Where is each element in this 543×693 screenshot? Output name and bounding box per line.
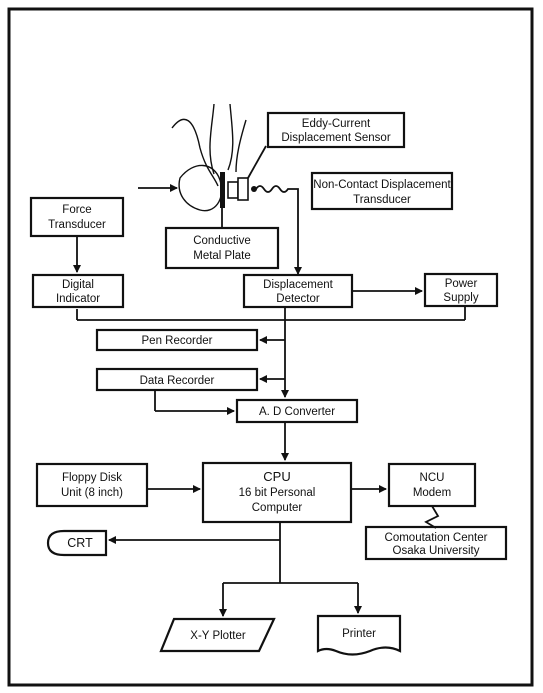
computation-center-label-line-1: Comoutation Center	[385, 532, 488, 544]
floppy-disk-label-line-1: Floppy Disk	[62, 472, 122, 484]
sensor-cable	[255, 185, 302, 275]
floppy-disk-unit-box	[35, 462, 149, 508]
data-recorder-label: Data Recorder	[140, 375, 215, 387]
computation-center-label-line-2: Osaka University	[393, 545, 480, 557]
computation-center-box	[364, 525, 508, 561]
eddy-sensor-label-line-2: Displacement Sensor	[281, 132, 390, 144]
cpu-label-line-1: CPU	[263, 469, 290, 484]
conductive-plate-label-line-1: Conductive	[193, 235, 251, 247]
ncu-modem-label-line-2: Modem	[413, 487, 451, 499]
tooth-specimen-illustration	[171, 103, 257, 212]
force-transducer-label-line-2: Transducer	[48, 219, 106, 231]
power-supply-box	[423, 272, 499, 308]
displacement-detector-label-line-2: Detector	[276, 293, 320, 305]
eddy-current-sensor-box	[266, 111, 406, 149]
conductive-plate-box	[164, 226, 280, 270]
xy-plotter-shape	[159, 617, 276, 653]
connection-lines	[73, 237, 466, 617]
crt-shape	[46, 529, 108, 557]
ad-converter-box	[235, 398, 359, 424]
power-supply-label-line-2: Supply	[443, 292, 478, 304]
floppy-disk-label-line-2: Unit (8 inch)	[61, 487, 123, 499]
cpu-label-line-2: 16 bit Personal	[239, 487, 316, 499]
xy-plotter-label: X-Y Plotter	[190, 630, 246, 642]
cpu-box	[201, 461, 353, 524]
ad-converter-label: A. D Converter	[259, 406, 335, 418]
non-contact-label-line-2: Transducer	[353, 194, 411, 206]
non-contact-label-line-1: Non-Contact Displacement	[313, 179, 451, 191]
pen-recorder-box	[95, 328, 259, 352]
ncu-modem-label-line-1: NCU	[420, 472, 445, 484]
cpu-label-line-3: Computer	[252, 502, 303, 514]
printer-shape	[316, 614, 402, 656]
sensor-pointer-line	[247, 145, 267, 179]
displacement-detector-label-line-1: Displacement	[263, 279, 333, 291]
data-recorder-box	[95, 367, 259, 392]
ncu-modem-box	[387, 462, 477, 508]
non-contact-transducer-box	[310, 171, 454, 211]
conductive-plate-label-line-2: Metal Plate	[193, 250, 251, 262]
pen-recorder-label: Pen Recorder	[142, 335, 213, 347]
outer-frame	[7, 7, 534, 687]
digital-indicator-label-line-2: Indicator	[56, 293, 100, 305]
printer-label: Printer	[342, 628, 376, 640]
crt-label: CRT	[67, 536, 93, 550]
displacement-detector-box	[242, 273, 354, 309]
power-supply-label-line-1: Power	[445, 278, 478, 290]
digital-indicator-box	[31, 273, 125, 309]
digital-indicator-label-line-1: Digital	[62, 279, 94, 291]
eddy-sensor-label-line-1: Eddy-Current	[302, 118, 371, 130]
force-transducer-label-line-1: Force	[62, 204, 91, 216]
labels: Eddy-Current Displacement Sensor Non-Con…	[48, 118, 488, 642]
force-transducer-box	[29, 196, 125, 238]
